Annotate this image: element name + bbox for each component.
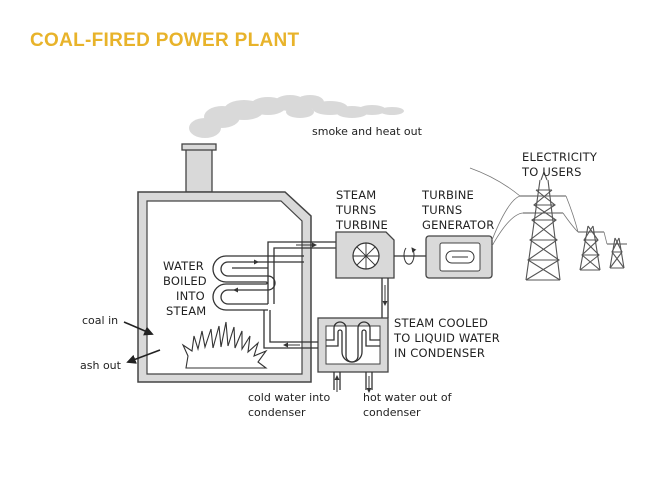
label-steam-turbine: STEAM TURNS TURBINE bbox=[335, 188, 388, 232]
svg-text:BOILED: BOILED bbox=[163, 274, 207, 288]
label-hot-water: hot water out of condenser bbox=[363, 391, 453, 419]
ash-out-arrow-icon bbox=[126, 349, 161, 364]
svg-text:STEAM COOLED: STEAM COOLED bbox=[394, 316, 488, 330]
power-lines bbox=[469, 167, 608, 247]
chimney bbox=[185, 145, 213, 193]
svg-text:TO USERS: TO USERS bbox=[521, 165, 582, 179]
transmission-tower bbox=[520, 170, 566, 281]
label-water-boiled: WATER BOILED INTO STEAM bbox=[163, 259, 207, 318]
svg-text:TURBINE: TURBINE bbox=[421, 188, 474, 202]
boiler-tube bbox=[212, 255, 304, 311]
return-pipe bbox=[263, 310, 318, 349]
steam-pipe bbox=[267, 241, 336, 304]
svg-text:hot water out of: hot water out of bbox=[363, 391, 453, 404]
label-turbine-generator: TURBINE TURNS GENERATOR bbox=[421, 188, 494, 232]
svg-text:STEAM: STEAM bbox=[336, 188, 376, 202]
transmission-tower-2 bbox=[578, 225, 604, 271]
smoke-label: smoke and heat out bbox=[312, 125, 423, 138]
svg-text:IN CONDENSER: IN CONDENSER bbox=[394, 346, 485, 360]
condenser-pipe bbox=[381, 278, 389, 318]
svg-text:condenser: condenser bbox=[248, 406, 306, 419]
label-coal-in: coal in bbox=[82, 314, 118, 327]
boiler bbox=[137, 191, 312, 383]
condenser bbox=[317, 317, 389, 393]
diagram-title: COAL-FIRED POWER PLANT bbox=[30, 30, 300, 51]
smoke-cloud bbox=[189, 95, 404, 138]
svg-text:condenser: condenser bbox=[363, 406, 421, 419]
label-ash-out: ash out bbox=[80, 359, 122, 372]
svg-text:WATER: WATER bbox=[163, 259, 204, 273]
rotation-arrow-icon bbox=[403, 247, 417, 265]
svg-text:TO LIQUID WATER: TO LIQUID WATER bbox=[393, 331, 500, 345]
svg-text:TURNS: TURNS bbox=[335, 203, 376, 217]
transmission-tower-3 bbox=[607, 237, 627, 269]
chimney-cap bbox=[181, 143, 217, 151]
svg-text:cold water into: cold water into bbox=[248, 391, 330, 404]
svg-text:ELECTRICITY: ELECTRICITY bbox=[522, 150, 598, 164]
svg-text:GENERATOR: GENERATOR bbox=[422, 218, 494, 232]
label-steam-cooled: STEAM COOLED TO LIQUID WATER IN CONDENSE… bbox=[393, 316, 500, 360]
svg-text:INTO: INTO bbox=[176, 289, 205, 303]
svg-text:STEAM: STEAM bbox=[166, 304, 206, 318]
turbine bbox=[335, 231, 395, 279]
generator bbox=[425, 235, 493, 279]
label-electricity: ELECTRICITY TO USERS bbox=[521, 150, 598, 179]
coal-in-arrow-icon bbox=[123, 321, 154, 336]
svg-text:TURNS: TURNS bbox=[421, 203, 462, 217]
label-cold-water: cold water into condenser bbox=[248, 391, 330, 419]
svg-text:TURBINE: TURBINE bbox=[335, 218, 388, 232]
fire-icon bbox=[181, 321, 268, 369]
